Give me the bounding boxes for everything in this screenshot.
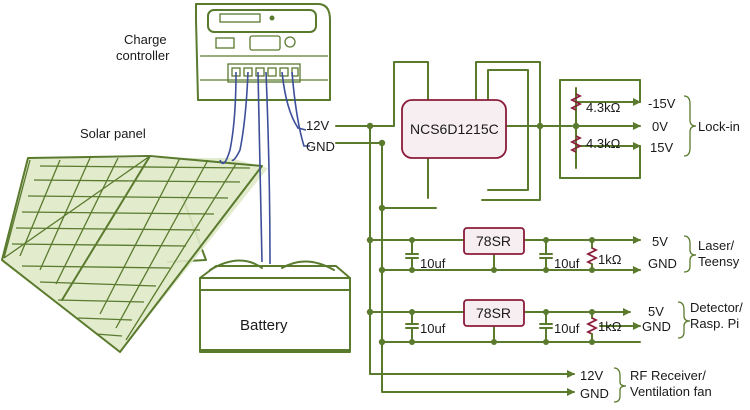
laser-group-line2: Teensy: [698, 254, 740, 269]
lockin-brace: [683, 95, 697, 157]
wiring-buses: [335, 61, 641, 396]
battery: [199, 259, 351, 353]
controller-out-12v: 12V: [306, 118, 329, 133]
cap-in-1-label: 10uf: [420, 256, 446, 271]
rf-group-line1: RF Receiver/: [630, 368, 706, 383]
cap-in-2-label: 10uf: [420, 321, 446, 336]
cables: [219, 71, 310, 265]
laser-gnd: GND: [648, 256, 677, 271]
laser-branch: [366, 237, 640, 274]
regulator-2: [463, 299, 525, 327]
battery-label: Battery: [240, 317, 288, 334]
laser-5v: 5V: [652, 234, 668, 249]
solar-panel: [1, 155, 268, 353]
lockin-res-bottom-label: 4.3kΩ: [586, 136, 621, 151]
converter-label: NCS6D1215C: [410, 121, 499, 137]
lockin-resistor-top: [569, 93, 583, 111]
detector-branch: [366, 309, 641, 346]
rf-brace: [613, 367, 627, 403]
detector-5v: 5V: [648, 304, 664, 319]
regulator-1: [463, 227, 525, 255]
rf-gnd: GND: [580, 386, 609, 401]
detector-group-line1: Detector/: [690, 300, 743, 315]
solar-panel-label: Solar panel: [80, 126, 146, 141]
regulator-2-label: 78SR: [476, 305, 511, 321]
detector-brace: [677, 301, 691, 339]
lockin-neg15v: -15V: [648, 96, 676, 111]
rf-12v: 12V: [580, 368, 603, 383]
res-load-1-label: 1kΩ: [598, 252, 622, 267]
res-load-2-label: 1kΩ: [598, 319, 622, 334]
detector-gnd: GND: [642, 319, 671, 334]
detector-group-line2: Rasp. Pi: [690, 316, 739, 331]
cap-out-2-label: 10uf: [554, 321, 580, 336]
charge-controller: [195, 3, 331, 101]
charge-controller-label-line2: controller: [116, 48, 170, 63]
laser-brace: [683, 235, 697, 273]
lockin-15v: 15V: [650, 140, 673, 155]
lockin-res-top-label: 4.3kΩ: [586, 100, 621, 115]
dc-dc-converter: [401, 99, 507, 159]
lockin-resistor-bottom: [569, 135, 583, 153]
charge-controller-label-line1: Charge: [124, 32, 167, 47]
lockin-group-label: Lock-in: [698, 119, 740, 134]
lockin-0v: 0V: [652, 119, 668, 134]
laser-group-line1: Laser/: [698, 238, 735, 253]
cap-out-1-label: 10uf: [554, 256, 580, 271]
controller-out-gnd: GND: [306, 139, 335, 154]
regulator-1-label: 78SR: [476, 233, 511, 249]
rf-group-line2: Ventilation fan: [630, 384, 712, 399]
